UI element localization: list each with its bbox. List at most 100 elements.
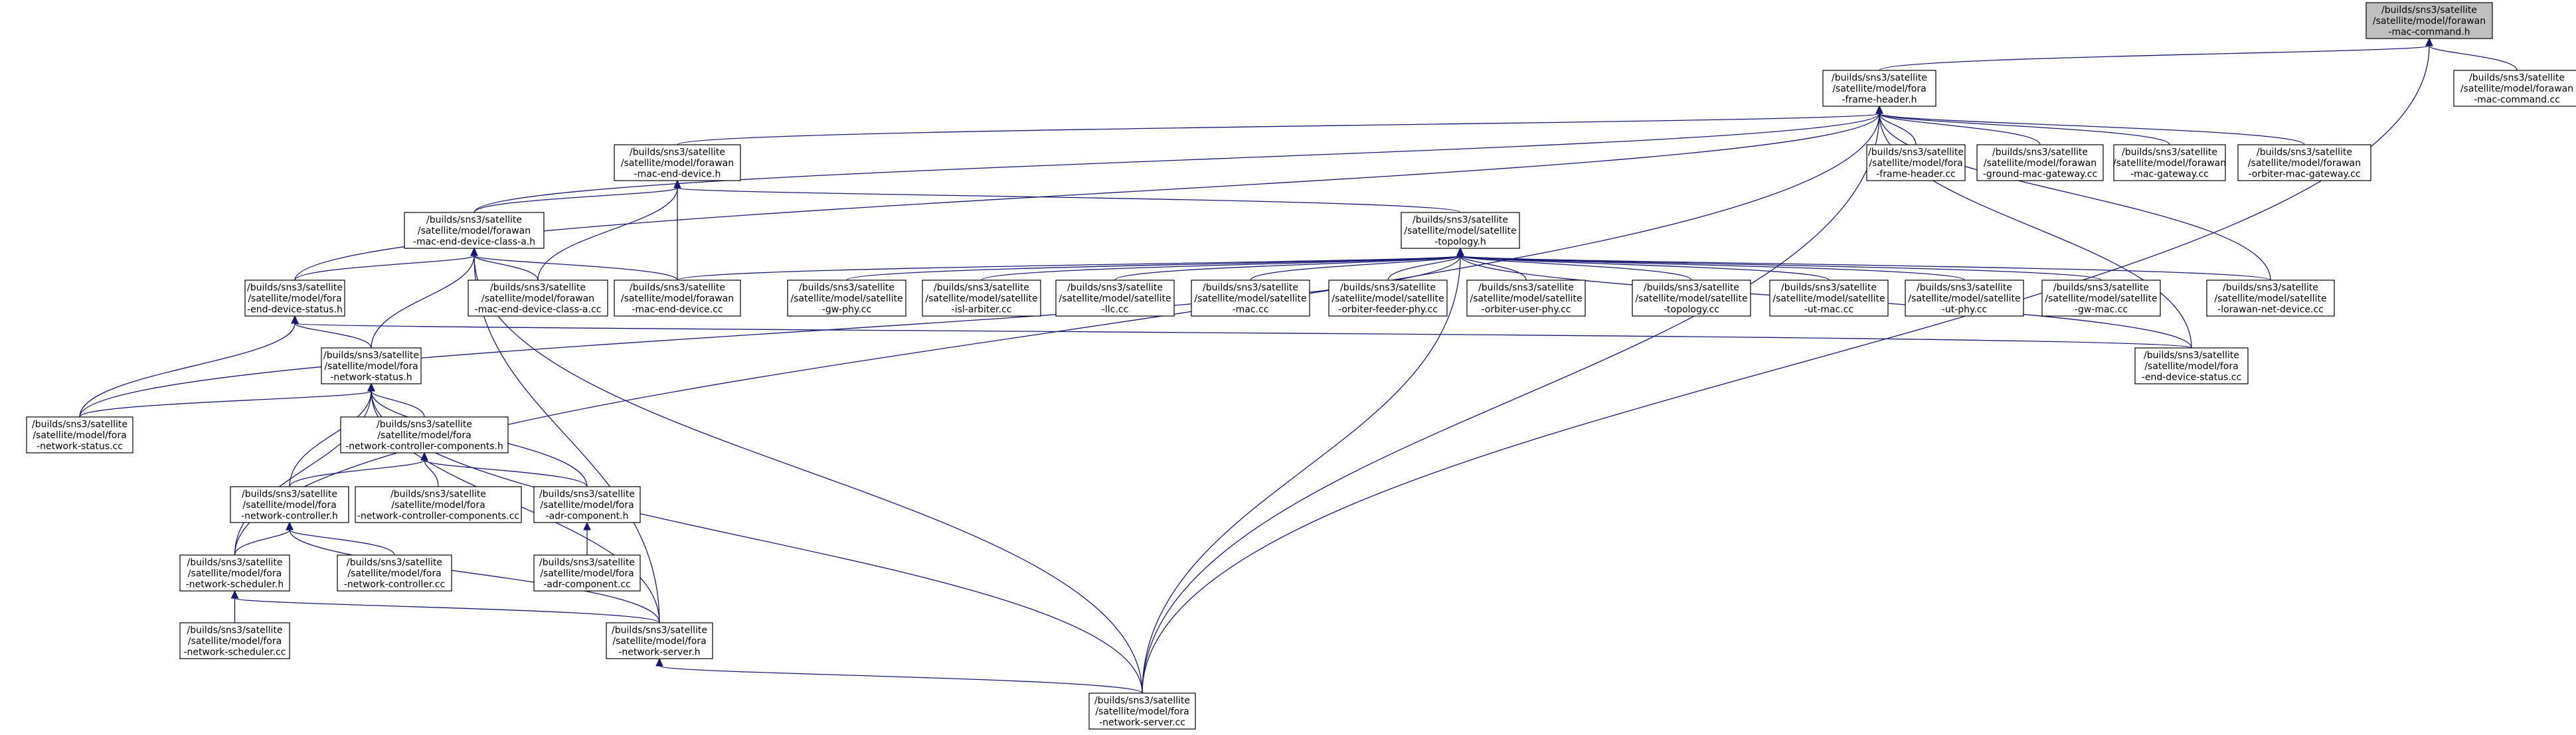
file-node-ed-status-cc[interactable]: /builds/sns3/satellite/satellite/model/f… xyxy=(2134,347,2249,384)
include-edge-adr-cc-to-adr-h xyxy=(583,521,591,555)
include-edge-line xyxy=(473,255,678,281)
file-node-box xyxy=(922,280,1041,317)
include-edge-line xyxy=(1879,113,1917,145)
file-node-isl-arbiter-cc[interactable]: /builds/sns3/satellite/satellite/model/s… xyxy=(922,280,1041,317)
file-node-nc-cc[interactable]: /builds/sns3/satellite/satellite/model/f… xyxy=(337,554,452,592)
include-edge-arrowhead xyxy=(1456,247,1464,256)
file-node-box xyxy=(1191,280,1310,317)
file-node-label-line: /satellite/model/forawan xyxy=(418,226,531,236)
file-node-label-line: -ut-mac.cc xyxy=(1804,304,1853,315)
file-node-net-status-cc[interactable]: /builds/sns3/satellite/satellite/model/f… xyxy=(26,416,133,453)
include-edge-llc-cc-to-topology-h xyxy=(1114,247,1464,281)
include-edge-line xyxy=(1879,113,2041,145)
file-node-label-line: /builds/sns3/satellite xyxy=(934,282,1029,293)
file-node-label-line: -llc.cc xyxy=(1102,304,1128,315)
file-node-ns-server-h[interactable]: /builds/sns3/satellite/satellite/model/f… xyxy=(606,622,713,659)
file-node-label-line: /builds/sns3/satellite xyxy=(1094,695,1190,706)
file-node-mac-cc[interactable]: /builds/sns3/satellite/satellite/model/s… xyxy=(1191,280,1310,317)
include-edge-mac-cc-to-topology-h xyxy=(1250,247,1464,281)
include-edge-ns-server-h-to-ns-sched-h xyxy=(230,590,660,623)
file-node-label-line: -mac-end-device-class-a.h xyxy=(413,236,535,247)
file-node-label-line: /satellite/model/satellite xyxy=(2045,293,2157,304)
file-node-label-line: /satellite/model/fora xyxy=(347,568,441,579)
include-edge-ns-sched-h-to-nc-h xyxy=(234,521,294,556)
file-node-mac-cmd-cc[interactable]: /builds/sns3/satellite/satellite/model/f… xyxy=(2453,70,2576,107)
include-edge-line xyxy=(677,187,1461,213)
include-edge-line xyxy=(234,598,660,623)
file-node-box xyxy=(321,347,422,384)
file-node-adr-cc[interactable]: /builds/sns3/satellite/satellite/model/f… xyxy=(533,554,641,592)
file-node-box xyxy=(337,554,452,592)
file-node-ut-mac-cc[interactable]: /builds/sns3/satellite/satellite/model/s… xyxy=(1769,280,1889,317)
file-node-frame-header-h[interactable]: /builds/sns3/satellite/satellite/model/f… xyxy=(1822,70,1936,107)
include-edge-mac-ed-cc-to-topology-h xyxy=(677,247,1464,281)
file-node-label-line: -end-device-status.h xyxy=(247,304,343,315)
file-node-net-status-h[interactable]: /builds/sns3/satellite/satellite/model/f… xyxy=(321,347,422,384)
file-node-label-line: /builds/sns3/satellite xyxy=(1644,282,1739,293)
file-node-ed-status-h[interactable]: /builds/sns3/satellite/satellite/model/f… xyxy=(244,280,345,317)
file-node-mac-gw-cc[interactable]: /builds/sns3/satellite/satellite/model/f… xyxy=(2113,144,2226,181)
include-edge-line xyxy=(1114,255,1461,281)
include-edge-line xyxy=(537,187,678,281)
file-node-topology-h[interactable]: /builds/sns3/satellite/satellite/model/s… xyxy=(1401,212,1520,249)
file-node-nc-h[interactable]: /builds/sns3/satellite/satellite/model/f… xyxy=(230,486,349,523)
file-node-box xyxy=(2134,347,2249,384)
file-node-lorawan-net-device-cc[interactable]: /builds/sns3/satellite/satellite/model/s… xyxy=(2206,280,2335,317)
file-node-box xyxy=(2113,144,2226,181)
file-node-label-line: -mac.cc xyxy=(1233,304,1269,315)
include-edge-line xyxy=(79,323,296,418)
file-node-adr-h[interactable]: /builds/sns3/satellite/satellite/model/f… xyxy=(533,486,641,523)
include-edge-arrowhead xyxy=(1875,105,1883,114)
include-edge-ut-phy-cc-to-topology-h xyxy=(1456,247,1965,281)
file-node-label-line: /satellite/model/fora xyxy=(324,361,418,372)
file-node-orbiter-user-cc[interactable]: /builds/sns3/satellite/satellite/model/s… xyxy=(1466,280,1586,317)
file-node-ncc-cc[interactable]: /builds/sns3/satellite/satellite/model/f… xyxy=(355,486,522,523)
file-node-label-line: -network-scheduler.h xyxy=(186,579,284,590)
file-node-box xyxy=(468,280,608,317)
file-node-mac-cmd-h[interactable]: /builds/sns3/satellite/satellite/model/f… xyxy=(2365,2,2493,39)
file-node-box xyxy=(26,416,133,453)
file-node-ns-sched-cc[interactable]: /builds/sns3/satellite/satellite/model/f… xyxy=(179,622,290,659)
file-node-label-line: /satellite/model/satellite xyxy=(925,293,1037,304)
file-node-label-line: -network-status.h xyxy=(330,372,412,382)
include-edge-line xyxy=(981,255,1461,281)
file-node-label-line: /satellite/model/forawan xyxy=(2373,16,2486,27)
include-edge-orbiter-user-cc-to-topology-h xyxy=(1456,247,1527,281)
file-node-label-line: -network-controller.h xyxy=(241,511,338,521)
file-node-gw-phy-cc[interactable]: /builds/sns3/satellite/satellite/model/s… xyxy=(787,280,906,317)
file-node-class-a-cc[interactable]: /builds/sns3/satellite/satellite/model/f… xyxy=(468,280,608,317)
file-node-label-line: /satellite/model/fora xyxy=(540,568,634,579)
file-node-gw-mac-cc[interactable]: /builds/sns3/satellite/satellite/model/s… xyxy=(2041,280,2161,317)
file-node-box xyxy=(230,486,349,523)
file-node-label-line: /satellite/model/forawan xyxy=(621,158,734,169)
file-node-topology-cc[interactable]: /builds/sns3/satellite/satellite/model/s… xyxy=(1632,280,1751,317)
file-node-ground-mac-gw-cc[interactable]: /builds/sns3/satellite/satellite/model/f… xyxy=(1976,144,2104,181)
file-node-label-line: /builds/sns3/satellite xyxy=(1340,282,1436,293)
include-edge-class-a-cc-to-class-a-h xyxy=(470,247,539,281)
file-node-mac-ed-cc[interactable]: /builds/sns3/satellite/satellite/model/f… xyxy=(614,280,741,317)
include-edge-topology-cc-to-topology-h xyxy=(1456,247,1692,281)
file-node-class-a-h[interactable]: /builds/sns3/satellite/satellite/model/f… xyxy=(404,212,545,249)
file-node-label-line: /satellite/model/forawan xyxy=(481,293,594,304)
include-edge-lorawan-net-device-cc-to-topology-h xyxy=(1456,247,2271,281)
file-node-ns-sched-h[interactable]: /builds/sns3/satellite/satellite/model/f… xyxy=(179,554,290,592)
file-node-label-line: /satellite/model/satellite xyxy=(1908,293,2020,304)
file-node-label-line: -ut-phy.cc xyxy=(1942,304,1987,315)
file-node-ns-server-cc[interactable]: /builds/sns3/satellite/satellite/model/f… xyxy=(1088,693,1196,730)
include-edge-arrowhead xyxy=(286,521,294,531)
file-node-label-line: -network-server.h xyxy=(618,647,700,657)
file-node-label-line: /builds/sns3/satellite xyxy=(2381,5,2477,15)
file-node-orbiter-feeder-cc[interactable]: /builds/sns3/satellite/satellite/model/s… xyxy=(1328,280,1448,317)
file-node-orbiter-mac-gw-cc[interactable]: /builds/sns3/satellite/satellite/model/f… xyxy=(2237,144,2371,181)
file-node-ut-phy-cc[interactable]: /builds/sns3/satellite/satellite/model/s… xyxy=(1905,280,2024,317)
include-edge-line xyxy=(289,529,660,623)
file-node-llc-cc[interactable]: /builds/sns3/satellite/satellite/model/s… xyxy=(1055,280,1175,317)
include-edge-ut-mac-cc-to-topology-h xyxy=(1456,247,1830,281)
file-node-label-line: /satellite/model/forawan xyxy=(1984,158,2097,169)
include-edge-line xyxy=(1879,113,2271,281)
file-node-label-line: /satellite/model/fora xyxy=(612,636,706,647)
file-node-frame-header-cc[interactable]: /builds/sns3/satellite/satellite/model/f… xyxy=(1866,144,1966,181)
include-edge-adr-h-to-ncc-h xyxy=(420,451,588,487)
file-node-mac-end-device-h[interactable]: /builds/sns3/satellite/satellite/model/f… xyxy=(614,144,741,181)
file-node-ncc-h[interactable]: /builds/sns3/satellite/satellite/model/f… xyxy=(340,416,509,453)
